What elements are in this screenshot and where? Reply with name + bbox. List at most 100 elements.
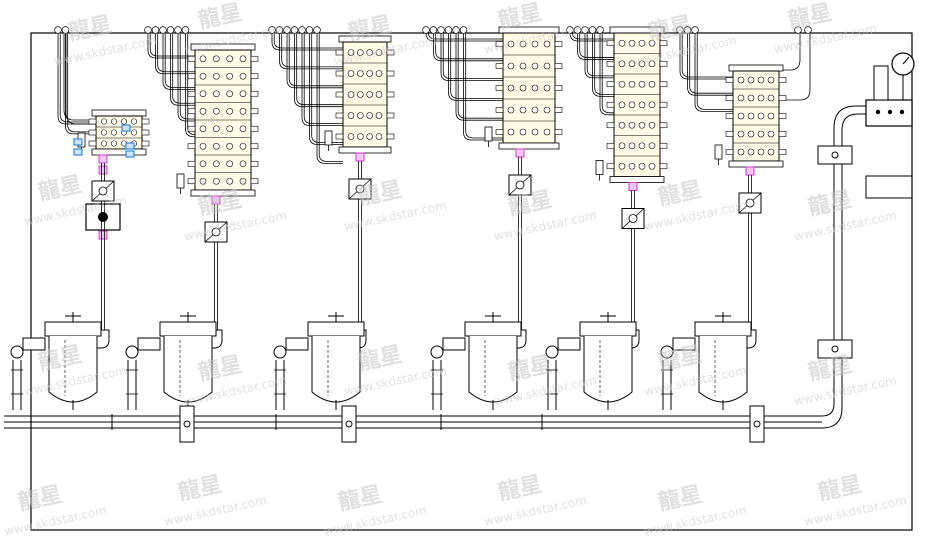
distributor-port <box>737 112 745 120</box>
drop-line <box>65 34 96 125</box>
check-valve-ball <box>515 180 525 190</box>
distributor-port <box>199 177 207 185</box>
distributor-port <box>110 118 118 125</box>
outlet-fitting <box>335 112 344 119</box>
return-pipe <box>821 113 868 429</box>
distributor-port <box>199 160 207 168</box>
distributor-port <box>757 112 765 120</box>
outlet-fitting <box>606 60 615 67</box>
distributor-port <box>213 72 220 80</box>
drop-line <box>577 34 660 60</box>
distributor-port <box>767 130 775 138</box>
header-tag <box>588 26 597 34</box>
distributor-port <box>357 70 364 77</box>
header-tag <box>444 26 453 34</box>
outlet-fitting <box>187 125 196 132</box>
filter-unit <box>10 312 102 410</box>
drop-line <box>599 34 614 116</box>
distributor-port <box>110 140 118 147</box>
header-tag <box>174 26 182 34</box>
check-valve-ball <box>98 186 108 196</box>
outlet-fitting <box>250 178 259 185</box>
header-tag <box>683 26 692 34</box>
distributor-port <box>213 142 220 150</box>
inlet-fitting <box>745 166 755 176</box>
outlet-fitting <box>554 85 563 91</box>
outlet-fitting <box>386 112 395 119</box>
inlet-band <box>661 369 673 395</box>
distributor-port <box>737 130 745 138</box>
distributor-port <box>507 62 515 70</box>
blue-valve <box>73 148 83 156</box>
drop-line <box>318 34 343 162</box>
header-tag <box>283 26 291 34</box>
inlet-drop <box>547 360 557 410</box>
header-tag <box>804 26 812 34</box>
inlet-drop <box>662 360 672 410</box>
distributor-port <box>519 40 527 48</box>
pump-valve <box>873 65 889 101</box>
main-pipe-group <box>4 105 868 443</box>
outlet-fitting <box>335 49 344 56</box>
distributor-port <box>226 160 233 168</box>
drop-line <box>279 34 387 70</box>
header-tag <box>794 26 802 34</box>
outlet-fitting <box>606 163 615 170</box>
clamp-bolt <box>831 151 839 159</box>
distributor-port <box>638 80 646 88</box>
drop-line <box>679 34 733 80</box>
header-tag <box>181 26 190 34</box>
header-tag <box>452 26 460 34</box>
distributor-port <box>239 160 247 168</box>
distributor-port <box>747 94 755 102</box>
header-tag <box>54 26 62 34</box>
inlet-band <box>126 369 138 395</box>
header-tag <box>268 26 276 34</box>
distributor-port <box>618 121 626 129</box>
outlet-fitting <box>250 143 259 150</box>
outlet-fitting <box>250 73 259 80</box>
inlet-coupling <box>442 337 466 351</box>
distributor-port <box>357 91 364 98</box>
inlet-fitting <box>98 154 108 164</box>
header-tag-group <box>54 26 812 34</box>
header-tag <box>298 26 306 34</box>
distributor-port <box>767 76 775 84</box>
distributor-port <box>226 125 233 133</box>
inlet-band <box>546 369 558 395</box>
filter-unit <box>430 312 522 410</box>
distributor-port <box>239 142 247 150</box>
distributor-port <box>543 106 551 114</box>
filter-head <box>694 321 752 337</box>
drop-line <box>569 32 614 42</box>
distributor-port <box>100 140 108 147</box>
distributor-port <box>747 148 755 156</box>
distributor-cap <box>91 109 147 117</box>
check-valve-ball <box>628 214 638 223</box>
outlet-fitting <box>495 107 504 113</box>
distributor-port <box>226 142 233 150</box>
distributor-port <box>531 106 539 114</box>
pressure-switch <box>85 203 121 231</box>
distributor-port <box>120 118 128 125</box>
outlet-fitting <box>778 77 787 83</box>
distributor-port <box>357 112 364 119</box>
header-tag <box>573 26 582 34</box>
pump-assembly <box>865 52 915 127</box>
filter-unit <box>125 312 217 410</box>
distributor-base <box>728 160 784 168</box>
distributor-port <box>531 84 539 92</box>
drop-line <box>779 34 811 101</box>
distributor-port <box>199 90 207 98</box>
distributor-port <box>767 148 775 156</box>
distributor-port <box>543 84 551 92</box>
outlet-fitting <box>554 63 563 69</box>
distributor-port <box>226 55 233 63</box>
check-valve-ball <box>211 227 221 237</box>
distributor-port <box>213 55 220 63</box>
filter-unit <box>273 312 365 410</box>
distributor-port <box>648 142 656 150</box>
distributor-port <box>747 112 755 120</box>
drop-line <box>155 34 251 75</box>
